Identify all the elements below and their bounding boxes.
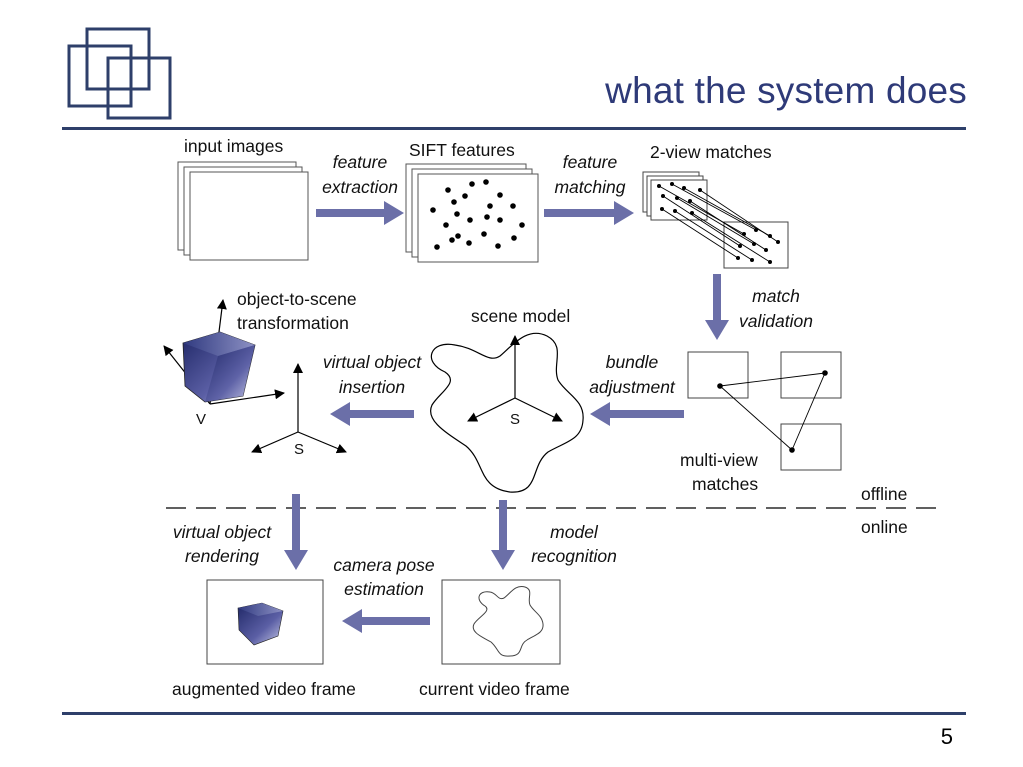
logo-icon (67, 27, 172, 120)
label-virtual-object-rendering-line1: virtual object (172, 522, 272, 542)
label-model-recognition-line1: model (550, 522, 598, 542)
label-feature-extraction-line1: feature (332, 152, 388, 172)
input-images-stack (177, 161, 309, 261)
label-virtual-object-rendering-line2: rendering (185, 546, 259, 566)
label-virtual-object-insertion-line2: insertion (338, 377, 406, 397)
axis-label-scene-frame-model: S (510, 411, 521, 428)
label-scene-model: scene model (471, 306, 571, 326)
label-model-recognition-line2: recognition (531, 546, 617, 566)
label-offline: offline (861, 484, 908, 504)
feature-points (430, 179, 525, 250)
label-multi-view-line1: multi-view (680, 450, 758, 470)
label-bundle-adjustment-line2: adjustment (589, 377, 675, 397)
top-rule (62, 127, 966, 130)
label-multi-view-line2: matches (692, 474, 759, 494)
bottom-rule (62, 712, 966, 715)
current-video-frame-graphic (441, 579, 561, 665)
label-two-view-matches: 2-view matches (650, 142, 772, 162)
label-match-validation-line2: validation (739, 311, 813, 331)
augmented-video-frame-graphic (206, 579, 324, 665)
axis-label-scene-frame-left: S (294, 441, 305, 458)
label-object-to-scene-line2: transformation (237, 313, 349, 333)
page-number: 5 (940, 724, 953, 749)
label-input-images: input images (184, 136, 284, 156)
object-frame-graphic (163, 299, 285, 405)
two-view-matches-graphic (642, 171, 789, 269)
label-bundle-adjustment-line1: bundle (605, 352, 659, 372)
process-arrows (284, 201, 729, 633)
axis-label-object-frame: V (196, 411, 207, 428)
label-feature-matching-line1: feature (562, 152, 618, 172)
multi-view-matches-graphic (687, 351, 842, 471)
label-feature-extraction-line2: extraction (322, 177, 398, 197)
sift-features-stack (405, 163, 539, 263)
label-object-to-scene-line1: object-to-scene (237, 289, 357, 309)
label-camera-pose-estimation-line2: estimation (344, 579, 424, 599)
slide-title: what the system does (605, 70, 967, 111)
label-augmented-video-frame: augmented video frame (172, 679, 356, 699)
label-virtual-object-insertion-line1: virtual object (322, 352, 422, 372)
label-sift-features: SIFT features (409, 140, 515, 160)
label-current-video-frame: current video frame (419, 679, 570, 699)
scene-model-graphic (430, 332, 584, 493)
scene-frame-axes (251, 363, 347, 454)
label-camera-pose-estimation-line1: camera pose (333, 555, 435, 575)
label-online: online (861, 517, 908, 537)
label-feature-matching-line2: matching (554, 177, 626, 197)
label-match-validation-line1: match (752, 286, 800, 306)
